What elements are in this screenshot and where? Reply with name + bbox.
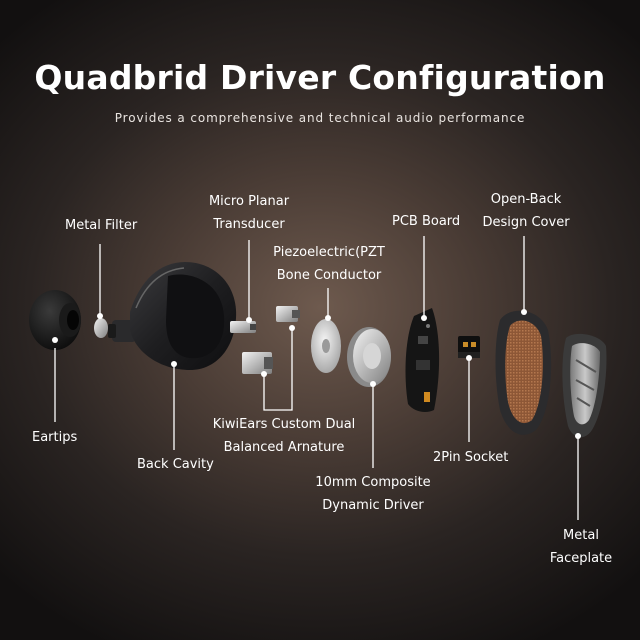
pcb-board-part: [405, 308, 440, 412]
label-balanced-armature-line1: KiwiEars Custom Dual: [212, 417, 356, 432]
page-subtitle: Provides a comprehensive and technical a…: [114, 111, 526, 125]
metal-filter-part: [94, 318, 108, 338]
label-dynamic-driver-line1: 10mm Composite: [315, 475, 431, 490]
balanced-armature-part: [242, 306, 300, 374]
label-faceplate-line1: Metal: [563, 528, 599, 543]
label-metal-filter: Metal Filter: [65, 218, 138, 233]
piezo-disc-part: [311, 319, 341, 373]
label-eartips: Eartips: [32, 430, 78, 445]
label-piezo-line1: Piezoelectric(PZT: [273, 245, 385, 260]
eartip-part: [29, 290, 81, 350]
label-micro-planar: Micro Planar Transducer: [196, 190, 302, 236]
faceplate-part: [562, 333, 607, 438]
open-back-cover-part: [495, 310, 552, 435]
leader-lines: [54, 236, 579, 520]
label-back-cavity: Back Cavity: [137, 457, 214, 472]
label-piezo: Piezoelectric(PZT Bone Conductor: [266, 241, 392, 287]
label-faceplate-line2: Faceplate: [549, 551, 613, 566]
label-balanced-armature-line2: Balanced Arnature: [223, 440, 345, 455]
leader-dots: [52, 309, 581, 439]
label-pcb-board: PCB Board: [392, 214, 461, 229]
back-cavity-part: [108, 262, 237, 370]
label-micro-planar-line1: Micro Planar: [208, 194, 290, 209]
micro-planar-part: [230, 321, 256, 333]
label-dynamic-driver-line2: Dynamic Driver: [322, 498, 424, 513]
leader-balanced-armature: [263, 328, 293, 411]
socket-part: [458, 336, 480, 358]
label-piezo-line2: Bone Conductor: [276, 268, 382, 283]
label-open-back: Open-Back Design Cover: [476, 188, 576, 234]
label-open-back-line2: Design Cover: [482, 215, 570, 230]
label-micro-planar-line2: Transducer: [213, 217, 285, 232]
label-socket: 2Pin Socket: [433, 450, 509, 465]
page-title: Quadbrid Driver Configuration: [34, 58, 606, 97]
label-faceplate: Metal Faceplate: [536, 524, 626, 570]
dynamic-driver-part: [347, 327, 391, 387]
label-dynamic-driver: 10mm Composite Dynamic Driver: [308, 471, 438, 517]
label-open-back-line1: Open-Back: [490, 192, 562, 207]
label-balanced-armature: KiwiEars Custom Dual Balanced Arnature: [206, 413, 362, 459]
